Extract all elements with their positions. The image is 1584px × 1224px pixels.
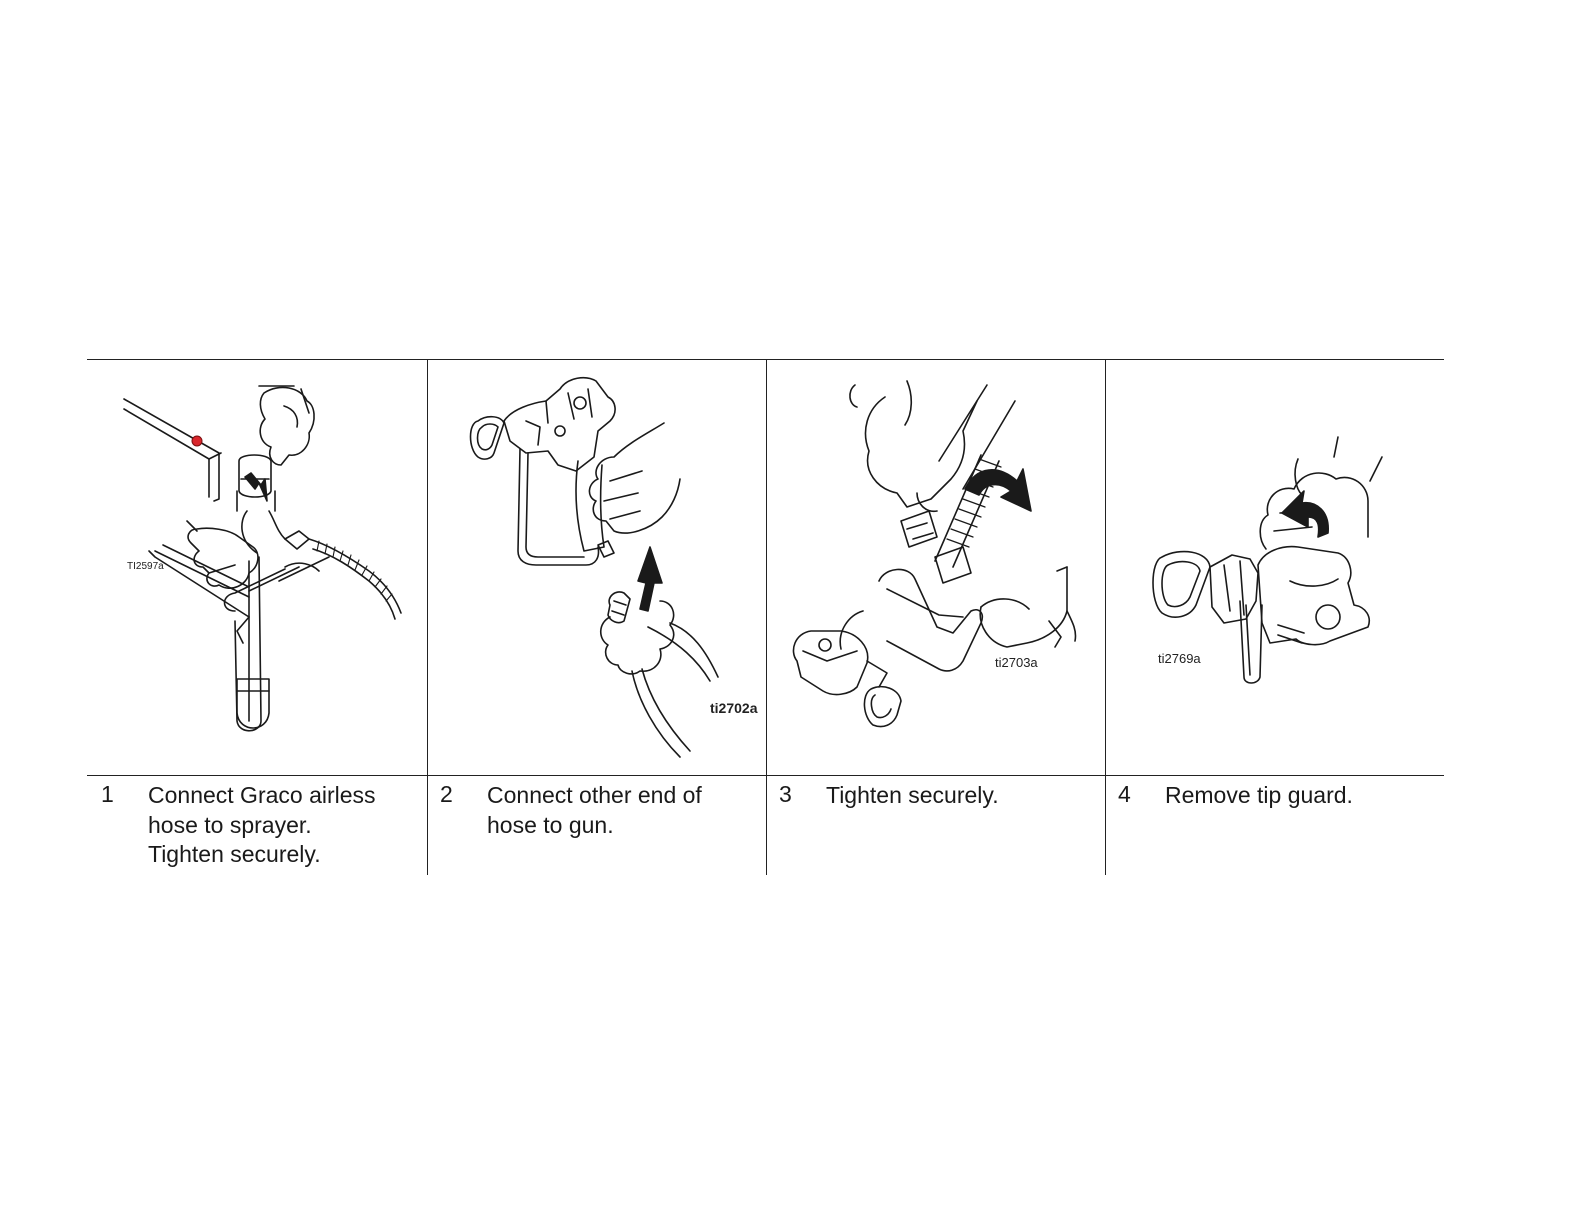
step-number: 2 — [440, 781, 453, 808]
step-instruction: Connect Graco airless hose to sprayer. T… — [148, 781, 418, 870]
step-1-caption: 1 Connect Graco airless hose to sprayer.… — [89, 777, 425, 873]
hose-to-sprayer-illustration: TI2597a — [89, 361, 425, 773]
steps-table: TI2597a — [87, 359, 1444, 875]
figure-id-label: ti2769a — [1158, 651, 1201, 666]
wrench-tighten-illustration: ti2703a — [767, 361, 1103, 773]
step-number: 4 — [1118, 781, 1131, 808]
step-number: 1 — [101, 781, 114, 808]
figure-id-label: ti2703a — [995, 655, 1038, 670]
step-3-figure: ti2703a — [767, 361, 1103, 773]
figure-id-label: TI2597a — [127, 561, 164, 572]
step-number: 3 — [779, 781, 792, 808]
step-2-caption: 2 Connect other end of hose to gun. — [428, 777, 764, 873]
hose-to-gun-illustration: ti2702a — [428, 361, 764, 773]
remove-tip-guard-illustration: ti2769a — [1106, 361, 1442, 773]
step-4-figure: ti2769a — [1106, 361, 1442, 773]
step-2-figure: ti2702a — [428, 361, 764, 773]
step-instruction: Connect other end of hose to gun. — [487, 781, 757, 840]
step-instruction: Remove tip guard. — [1165, 781, 1435, 811]
step-instruction: Tighten securely. — [826, 781, 1096, 811]
step-1-figure: TI2597a — [89, 361, 425, 773]
step-3-caption: 3 Tighten securely. — [767, 777, 1103, 873]
step-4-caption: 4 Remove tip guard. — [1106, 777, 1442, 873]
figure-id-label: ti2702a — [710, 700, 758, 716]
